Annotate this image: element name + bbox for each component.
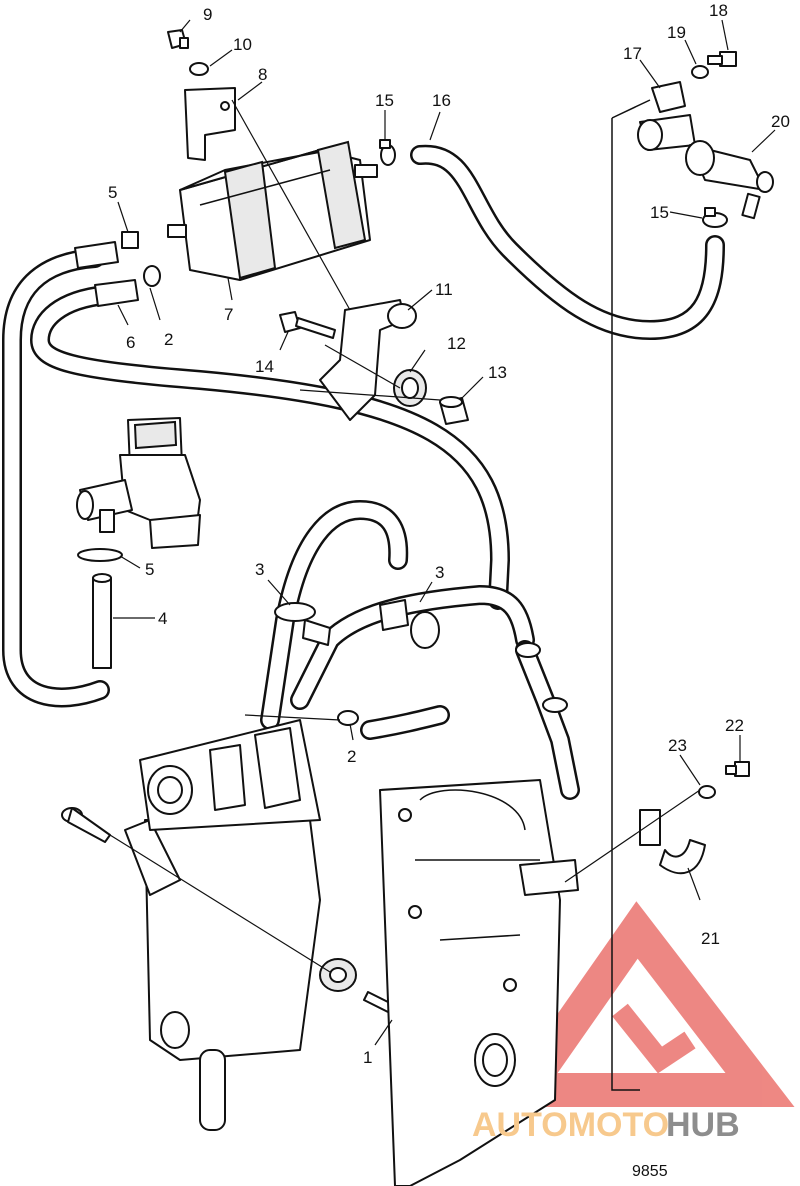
tube-4 bbox=[92, 573, 112, 669]
clamp-3-right bbox=[379, 599, 440, 649]
callout-20: 20 bbox=[771, 112, 790, 131]
clamp-3-left bbox=[274, 602, 331, 646]
vapor-separator bbox=[124, 719, 321, 1131]
callout-14: 14 bbox=[255, 357, 274, 376]
callout-2-upper: 2 bbox=[164, 330, 173, 349]
phantom-line-right bbox=[611, 118, 640, 1091]
callout-4: 4 bbox=[158, 609, 167, 628]
callout-labels: 1 2 2 3 3 4 5 5 6 7 8 9 10 11 12 13 14 1… bbox=[108, 1, 790, 1067]
clamp-2-top bbox=[143, 265, 161, 287]
callout-15-lower: 15 bbox=[650, 203, 669, 222]
callout-9: 9 bbox=[203, 5, 212, 24]
callout-7: 7 bbox=[224, 305, 233, 324]
watermark-text-hub: HUB bbox=[666, 1106, 740, 1144]
callout-8: 8 bbox=[258, 65, 267, 84]
clamp-5-top bbox=[121, 231, 139, 249]
clamp-15-right bbox=[702, 207, 728, 228]
charcoal-canister bbox=[167, 140, 378, 281]
sleeve-13 bbox=[439, 396, 469, 425]
bolt-14 bbox=[279, 311, 336, 339]
bracket-21 bbox=[564, 789, 706, 883]
hose-upper-loop bbox=[260, 500, 409, 730]
hose-cross bbox=[290, 585, 535, 710]
hose-16 bbox=[410, 144, 725, 340]
clamp-right-2 bbox=[542, 697, 568, 713]
screw-18 bbox=[707, 51, 737, 67]
callout-5-lower: 5 bbox=[145, 560, 154, 579]
hose-end-left-top bbox=[74, 241, 119, 269]
callout-23: 23 bbox=[668, 736, 687, 755]
bracket-8 bbox=[184, 87, 236, 161]
figure-number: 9855 bbox=[632, 1163, 668, 1180]
purge-valve bbox=[76, 417, 201, 549]
washer-10 bbox=[189, 62, 209, 76]
watermark-logo bbox=[492, 901, 795, 1107]
callout-3-left: 3 bbox=[255, 560, 264, 579]
clamp-5-lower bbox=[77, 548, 123, 562]
callout-21: 21 bbox=[701, 929, 720, 948]
fitting-20 bbox=[637, 114, 774, 220]
clamp-2-lower bbox=[337, 710, 359, 726]
pin-left bbox=[61, 807, 111, 843]
hose-short-2 bbox=[360, 705, 450, 740]
hose-end-left-mid bbox=[94, 279, 139, 307]
screw-9 bbox=[167, 29, 189, 49]
hose-right-down bbox=[515, 640, 580, 800]
callout-11: 11 bbox=[435, 280, 453, 299]
washer-19 bbox=[691, 65, 709, 79]
clip-17 bbox=[651, 81, 686, 113]
screw-22 bbox=[725, 761, 750, 777]
callout-22: 22 bbox=[725, 716, 744, 735]
callout-15-upper: 15 bbox=[375, 91, 394, 110]
leader-lines bbox=[109, 19, 776, 1046]
hose-canister-loop bbox=[2, 248, 110, 708]
watermark-text-auto: AUTOMOTO bbox=[472, 1106, 669, 1144]
callout-3-right: 3 bbox=[435, 563, 444, 582]
grommet-lower bbox=[319, 958, 357, 992]
watermark-text: AUTOMOTO HUB bbox=[472, 1106, 740, 1144]
callout-17: 17 bbox=[623, 44, 642, 63]
engine-block bbox=[379, 779, 579, 1186]
bracket-11 bbox=[319, 299, 417, 421]
phantom-line-top bbox=[611, 99, 651, 119]
callout-6: 6 bbox=[126, 333, 135, 352]
clamp-15-left bbox=[379, 139, 396, 166]
callout-5-upper: 5 bbox=[108, 183, 117, 202]
callout-19: 19 bbox=[667, 23, 686, 42]
callout-10: 10 bbox=[233, 35, 252, 54]
callout-13: 13 bbox=[488, 363, 507, 382]
callout-1: 1 bbox=[363, 1048, 372, 1067]
washer-23 bbox=[698, 785, 716, 799]
callout-2-lower: 2 bbox=[347, 747, 356, 766]
callout-12: 12 bbox=[447, 334, 466, 353]
hose-vent-6 bbox=[30, 285, 510, 610]
clamp-right-1 bbox=[515, 642, 541, 658]
callout-18: 18 bbox=[709, 1, 728, 20]
callout-16: 16 bbox=[432, 91, 451, 110]
